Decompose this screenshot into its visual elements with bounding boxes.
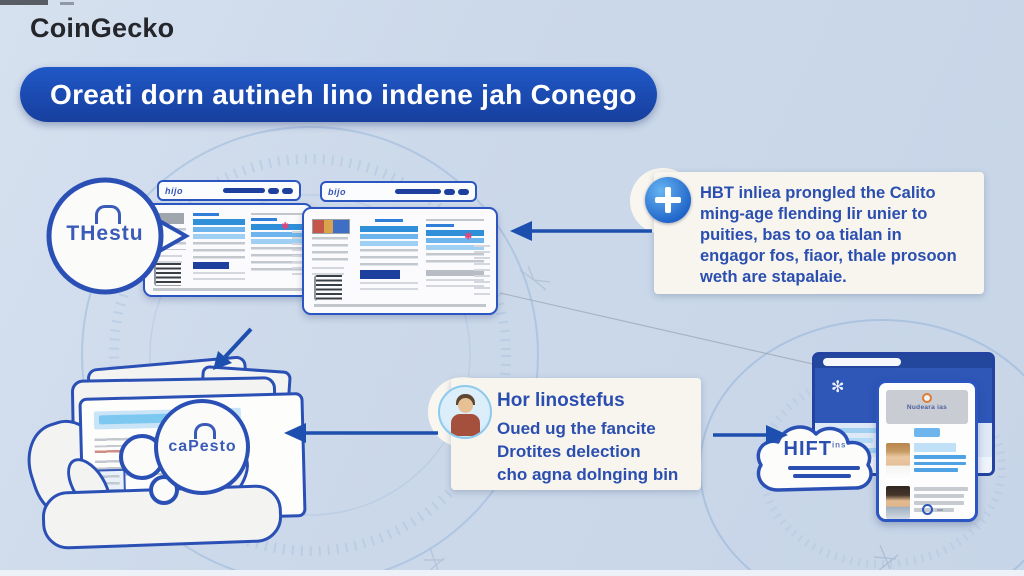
toolbar-button xyxy=(282,187,293,194)
lock-icon xyxy=(95,205,121,224)
app-glyph-icon: ✻ xyxy=(831,379,845,396)
toolbar-button xyxy=(444,188,455,195)
callout-line: cho agna dolnging bin xyxy=(497,465,679,484)
top-edge-artifact-small xyxy=(60,2,74,5)
callout-line: ming-age flending lir unier to xyxy=(700,205,928,223)
address-bar xyxy=(223,188,265,193)
plus-icon xyxy=(645,177,691,223)
browser-tab-logo: bijo xyxy=(328,186,346,197)
pink-star-marker: ✱ xyxy=(464,231,472,241)
lock-icon xyxy=(194,423,216,439)
address-bar xyxy=(823,358,901,366)
title-banner: Oreati dorn autineh lino indene jah Cone… xyxy=(20,67,657,122)
seal-badge-label: THestu xyxy=(66,222,144,245)
bottom-edge-strip xyxy=(0,570,1024,576)
coingecko-logo: CoinGecko xyxy=(30,13,175,43)
ticker-lines xyxy=(474,245,490,299)
callout-line: Drotites delection xyxy=(497,442,641,461)
tablet-blue-pill xyxy=(914,428,940,437)
callout-right-card xyxy=(654,172,984,294)
table-column-b xyxy=(426,219,484,289)
orange-ring-icon xyxy=(922,393,932,403)
table-column-a xyxy=(360,219,418,294)
document-cloud-shape xyxy=(119,399,250,505)
document-cloud-label: caPesto xyxy=(168,438,237,455)
callout-line: puities, bas to oa tialan in xyxy=(700,226,902,244)
callout-line: weth are stapalaie. xyxy=(700,268,847,286)
cloud-main-label: HIFT xyxy=(783,438,832,460)
tablet-header: Nudeara ias xyxy=(886,390,968,424)
footer-rule xyxy=(153,288,303,291)
callout-line: engagor fos, fiaor, thale prosoon xyxy=(700,247,957,265)
home-button-icon xyxy=(922,504,933,515)
profile-photo-man xyxy=(886,486,910,519)
text-lines xyxy=(152,255,182,264)
toolbar-button xyxy=(458,188,469,195)
profile-row xyxy=(886,486,968,519)
callout-middle-text: Oued ug the fancite Drotites delection c… xyxy=(497,417,697,486)
browser-window-2-titlebar: bijo xyxy=(320,181,477,202)
home-dash xyxy=(937,509,943,511)
address-bar xyxy=(395,189,441,194)
pink-star-marker: ✱ xyxy=(281,221,289,231)
text-lines xyxy=(312,267,344,276)
cloud-text-line xyxy=(793,474,851,478)
text-lines xyxy=(312,237,348,261)
profile-row xyxy=(886,443,968,480)
browser-tab-logo: hijo xyxy=(165,185,183,196)
footer-rule xyxy=(314,304,486,307)
barcode-graphic xyxy=(314,275,342,301)
callout-middle-card xyxy=(451,378,701,490)
seal-badge-shape xyxy=(46,177,190,295)
callout-right-text: HBT inliea prongled the Calito ming-age … xyxy=(700,183,978,288)
toolbar-button xyxy=(268,187,279,194)
callout-middle-title: Hor linostefus xyxy=(497,390,625,411)
callout-line: Oued ug the fancite xyxy=(497,419,656,438)
transfer-cloud-label: HIFTins xyxy=(770,438,860,461)
person-avatar xyxy=(438,385,492,439)
profile-tablet: Nudeara ias xyxy=(876,380,978,522)
profile-photo-woman xyxy=(886,443,910,480)
barcode-graphic xyxy=(154,263,181,286)
content-heading-block xyxy=(152,213,184,224)
cloud-text-line xyxy=(788,466,860,470)
table-column-a xyxy=(193,213,245,282)
top-edge-artifact xyxy=(0,0,48,5)
tablet-header-label: Nudeara ias xyxy=(906,404,948,411)
browser-window-2: ✱ xyxy=(302,207,498,315)
browser-window-1-titlebar: hijo xyxy=(157,180,301,201)
chart-thumbnail xyxy=(312,219,350,234)
browser-topbar xyxy=(815,355,992,368)
callout-line: HBT inliea prongled the Calito xyxy=(700,184,936,202)
cloud-sub-label: ins xyxy=(831,440,847,450)
